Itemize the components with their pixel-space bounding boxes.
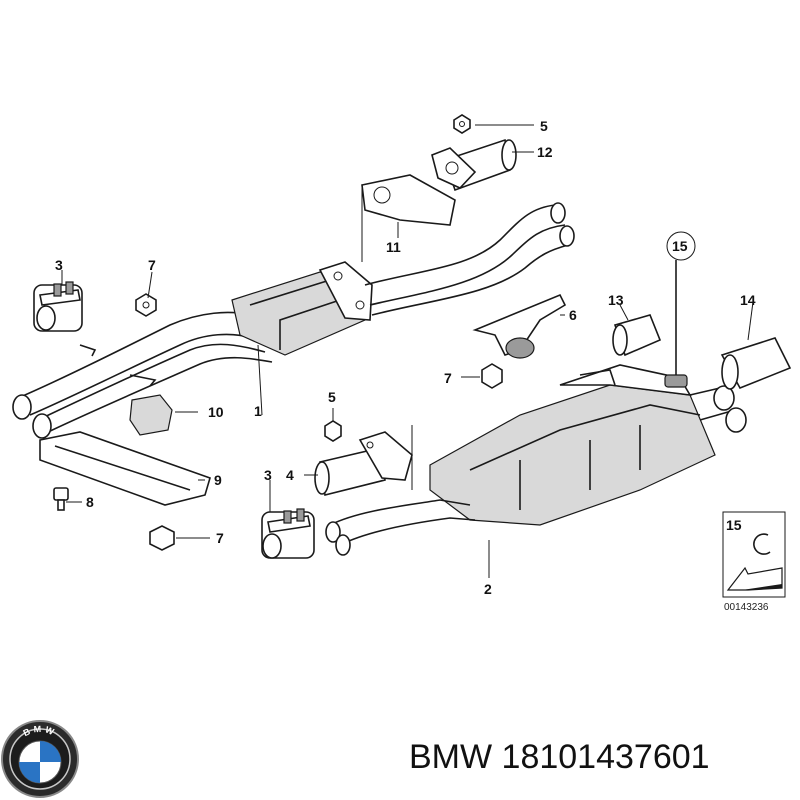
callout-3-bottom: 3: [264, 467, 272, 483]
flange-11: [361, 174, 456, 226]
callout-10: 10: [208, 404, 224, 420]
plate-9: [39, 431, 211, 506]
callout-2: 2: [484, 581, 492, 597]
rear-muffler: [325, 364, 747, 556]
inset-box: 15 00143236: [722, 511, 786, 613]
nut-7-top: [135, 293, 157, 317]
leader-lines: [61, 124, 754, 578]
clamp-top-left: [33, 281, 83, 332]
mount-10: [129, 394, 173, 436]
callout-11: 11: [386, 239, 401, 255]
front-pipe-assembly: [12, 202, 575, 439]
pipe-12: [431, 138, 517, 192]
nut-7-middle: [481, 363, 503, 389]
nut-7-bottom: [149, 525, 175, 551]
callout-9: 9: [214, 472, 222, 488]
callout-15: 15: [672, 238, 688, 254]
nut-5-lower: [324, 420, 342, 442]
callout-15-circle: [666, 231, 696, 261]
sensor-15: [664, 260, 688, 388]
bracket-6: [472, 293, 567, 359]
svg-text:BMW: BMW: [22, 724, 59, 738]
bmw-logo: BMW: [1, 720, 79, 798]
bolt-8: [53, 487, 69, 511]
callout-14: 14: [740, 292, 756, 308]
callout-7-bottom: 7: [216, 530, 224, 546]
diagram-id: 00143236: [724, 602, 769, 613]
circlip-icon: [753, 533, 771, 555]
callout-5-top: 5: [540, 118, 548, 134]
sleeve-13: [612, 314, 662, 357]
callout-8: 8: [86, 494, 94, 510]
clamp-bottom: [261, 508, 315, 559]
pipe-4: [314, 431, 413, 496]
inset-callout-15: 15: [726, 517, 742, 533]
brand-name: BMW: [409, 738, 493, 776]
brand-and-part-number: BMW 18101437601: [409, 738, 710, 777]
tailpipe-tip-14: [720, 337, 792, 390]
callout-4: 4: [286, 467, 294, 483]
callout-13: 13: [608, 292, 624, 308]
orientation-arrow-icon: [726, 566, 783, 591]
callout-3-top: 3: [55, 257, 63, 273]
callout-labels: 1 2 3 3 4 5 5 6 7 7 7 8 9 10 11 12 13 14…: [55, 118, 756, 597]
callout-7-top: 7: [148, 257, 156, 273]
callout-1: 1: [254, 403, 262, 419]
callout-5-lower: 5: [328, 389, 336, 405]
nut-5-top: [453, 114, 471, 134]
callout-12: 12: [537, 144, 553, 160]
callout-6: 6: [569, 307, 577, 323]
part-number: 18101437601: [501, 738, 710, 776]
callout-7-middle: 7: [444, 370, 452, 386]
